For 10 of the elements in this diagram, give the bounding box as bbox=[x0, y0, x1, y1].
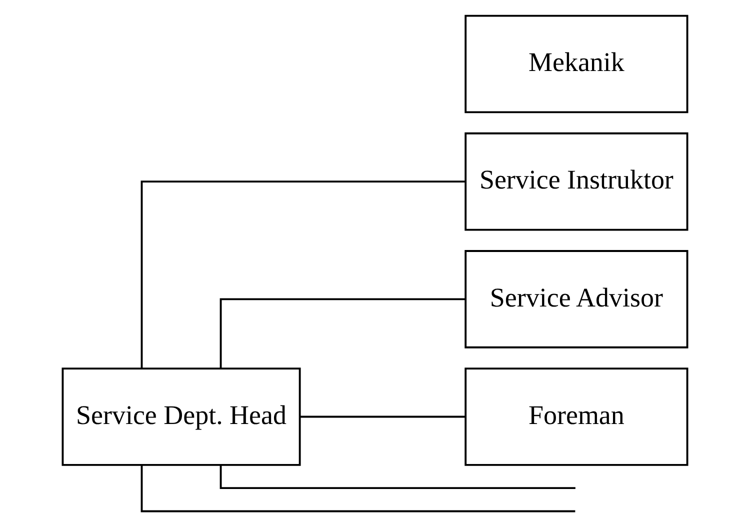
connector bbox=[299, 416, 465, 418]
node-box: Foreman bbox=[464, 368, 688, 466]
connector bbox=[219, 298, 465, 368]
node-box: Service Dept. Head bbox=[61, 368, 300, 466]
connector bbox=[140, 180, 465, 368]
connector bbox=[140, 465, 575, 512]
connector bbox=[219, 466, 575, 490]
node-box: Service Instruktor bbox=[464, 132, 688, 231]
node-box: Mekanik bbox=[464, 14, 688, 114]
node-box: Service Advisor bbox=[464, 250, 688, 348]
